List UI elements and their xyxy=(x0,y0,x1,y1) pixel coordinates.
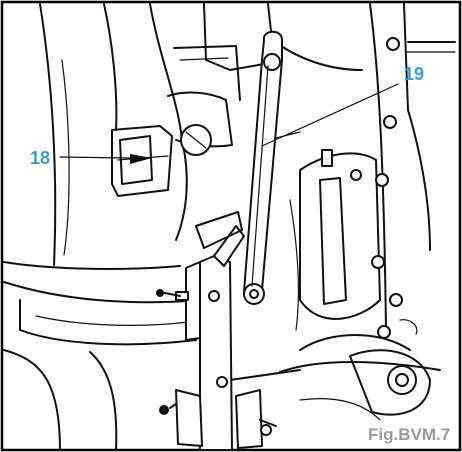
right-housing xyxy=(267,3,456,339)
clamp-tool xyxy=(156,211,245,451)
gearbox-housing xyxy=(39,3,265,266)
lower-right-mechanism xyxy=(229,319,441,421)
callout-leaders xyxy=(59,83,399,159)
callout-19: 19 xyxy=(404,64,424,84)
tool-19-wrench xyxy=(243,30,283,305)
lower-bracket xyxy=(159,389,277,449)
callout-18: 18 xyxy=(30,148,50,168)
mount-bracket xyxy=(119,135,153,185)
figure-caption: Fig.BVM.7 xyxy=(368,425,450,444)
lower-pipe xyxy=(3,261,201,451)
